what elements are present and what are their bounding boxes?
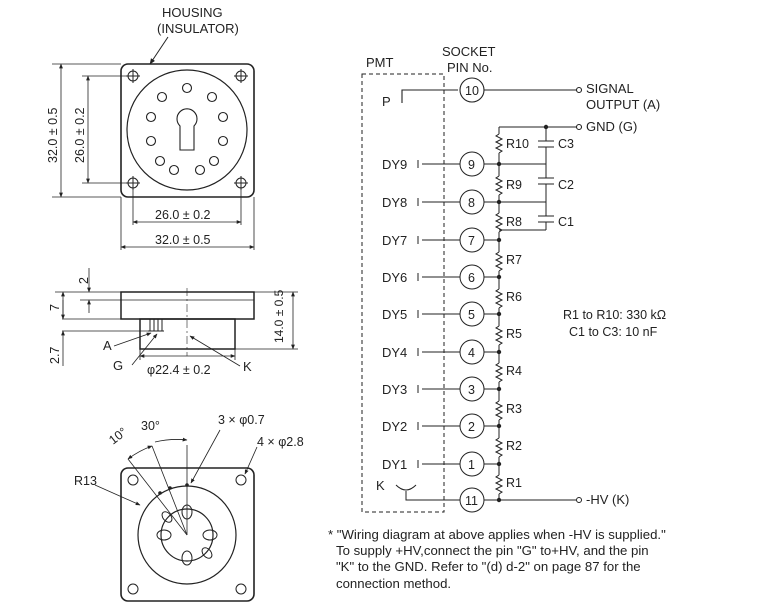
holes-small: 3 × φ0.7 [218, 413, 265, 427]
r5-label: R5 [506, 327, 522, 341]
dy3-label: DY3 [382, 382, 407, 397]
dy-rows [428, 151, 582, 513]
dynode-labels: DY9 DY8 DY7 DY6 DY5 DY4 DY3 DY2 DY1 [382, 157, 407, 472]
r7-label: R7 [506, 253, 522, 267]
housing-label-2: (INSULATOR) [157, 21, 239, 36]
pin-numbers: 9 8 7 6 5 4 3 2 1 11 [465, 158, 478, 508]
bottom-view: 10° 30° R13 3 × φ0.7 4 × φ2.8 [74, 413, 304, 602]
socket-label-2: PIN No. [447, 60, 493, 75]
dim-inner-h: 26.0 ± 0.2 [155, 208, 211, 222]
signal-label-1: SIGNAL [586, 81, 634, 96]
side-view: 2 7 2.7 14.0 ± 0.5 A G K φ22.4 ± 0.2 [48, 268, 298, 377]
housing-label-1: HOUSING [162, 5, 223, 20]
label-G: G [113, 358, 123, 373]
pin-4: 4 [468, 346, 475, 360]
wiring-note: * "Wiring diagram at above applies when … [328, 527, 758, 592]
note-line-1: * "Wiring diagram at above applies when … [328, 527, 666, 542]
p-label: P [382, 94, 391, 109]
capacitors [499, 127, 554, 231]
dynode-glyphs [417, 160, 428, 468]
pin-6: 6 [468, 271, 475, 285]
hv-label: -HV (K) [586, 492, 629, 507]
note-line-2: To supply +HV,connect the pin "G" to+HV,… [336, 543, 649, 559]
r4-label: R4 [506, 364, 522, 378]
c3-label: C3 [558, 137, 574, 151]
gnd-label: GND (G) [586, 119, 637, 134]
pin-holes-top [145, 82, 229, 176]
resistor-labels: R10 R9 R8 R7 R6 R5 R4 R3 R2 R1 C3 C2 C1 [506, 137, 574, 490]
dy7-label: DY7 [382, 233, 407, 248]
pin-10: 10 [465, 84, 479, 98]
center-key [176, 108, 198, 151]
angle-30: 30° [141, 419, 160, 433]
pin-1: 1 [468, 458, 475, 472]
dy8-label: DY8 [382, 195, 407, 210]
mount-holes-top [126, 69, 248, 190]
socket-body-bottom [120, 467, 255, 602]
pmt-box [361, 73, 445, 513]
pin-3: 3 [468, 383, 475, 397]
dy2-label: DY2 [382, 419, 407, 434]
dim-14: 14.0 ± 0.5 [272, 289, 286, 343]
r1-label: R1 [506, 476, 522, 490]
dy9-label: DY9 [382, 157, 407, 172]
c2-label: C2 [558, 178, 574, 192]
r9-label: R9 [506, 178, 522, 192]
resistor-chain [494, 127, 504, 500]
dim-outer-h: 32.0 ± 0.5 [155, 233, 211, 247]
spec-capacitors: C1 to C3: 10 nF [569, 325, 658, 339]
dy5-label: DY5 [382, 307, 407, 322]
pin-9: 9 [468, 158, 475, 172]
holes-large: 4 × φ2.8 [257, 435, 304, 449]
label-A: A [103, 338, 112, 353]
spec-resistors: R1 to R10: 330 kΩ [563, 308, 666, 322]
socket-body-top [120, 63, 255, 198]
r10-label: R10 [506, 137, 529, 151]
dim-2: 2 [77, 277, 91, 284]
pin-11: 11 [465, 494, 478, 508]
pin-7: 7 [468, 234, 475, 248]
dy6-label: DY6 [382, 270, 407, 285]
top-view: HOUSING (INSULATOR) [46, 5, 255, 250]
cathode-symbol [395, 484, 428, 501]
dim-inner-v: 26.0 ± 0.2 [73, 107, 87, 163]
socket-label-1: SOCKET [442, 44, 496, 59]
r8-label: R8 [506, 215, 522, 229]
k-label: K [376, 478, 385, 493]
dim-diameter: φ22.4 ± 0.2 [147, 363, 211, 377]
dy1-label: DY1 [382, 457, 407, 472]
schematic: PMT SOCKET PIN No. P 10 SIGNAL OUTPUT (A… [361, 44, 666, 513]
dim-2-7: 2.7 [48, 347, 62, 364]
pmt-label: PMT [366, 55, 394, 70]
side-pins [148, 319, 164, 332]
note-line-4: connection method. [336, 575, 452, 591]
side-body-top [120, 291, 255, 320]
r6-label: R6 [506, 290, 522, 304]
housing-circle [126, 69, 248, 191]
pin-2: 2 [468, 420, 475, 434]
mount-holes-bottom [127, 474, 247, 595]
r2-label: R2 [506, 439, 522, 453]
c1-label: C1 [558, 215, 574, 229]
side-body-bottom [139, 318, 236, 350]
r13: R13 [74, 474, 97, 488]
dim-7: 7 [48, 304, 62, 311]
label-K: K [243, 359, 252, 374]
r3-label: R3 [506, 402, 522, 416]
junction-dots [496, 124, 549, 503]
anode-symbol [401, 89, 458, 103]
note-line-3: "K" to the GND. Refer to "(d) d-2" on pa… [336, 559, 641, 575]
angle-10: 10° [106, 425, 130, 448]
dim-outer-v: 32.0 ± 0.5 [46, 107, 60, 163]
pin-8: 8 [468, 196, 475, 210]
signal-label-2: OUTPUT (A) [586, 97, 660, 112]
pin-5: 5 [468, 308, 475, 322]
dy4-label: DY4 [382, 345, 407, 360]
